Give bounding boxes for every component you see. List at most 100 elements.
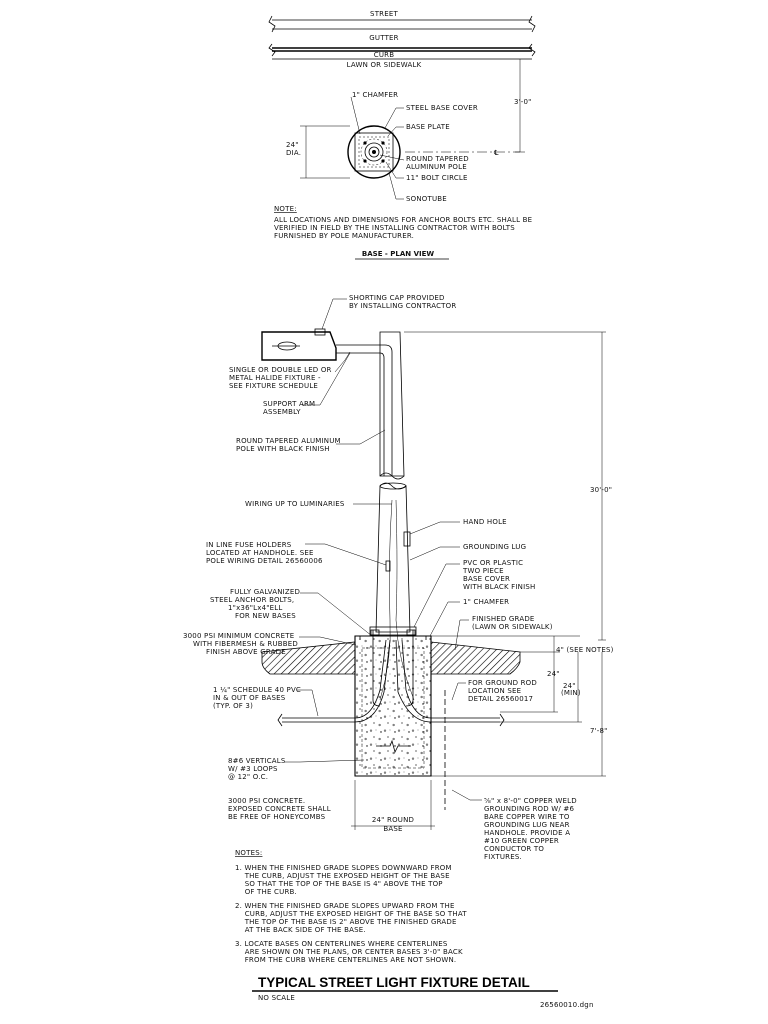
concrete-label: FINISH ABOVE GRADE xyxy=(206,648,286,656)
base-plate-label: BASE PLATE xyxy=(406,123,450,131)
dim-30ft: 30'-0" xyxy=(590,486,612,494)
anchor-label: FULLY GALVANIZED xyxy=(230,588,300,596)
exposed-label: BE FREE OF HONEYCOMBS xyxy=(228,813,326,821)
steel-base-cover-label: STEEL BASE COVER xyxy=(406,104,478,112)
exposed-label: EXPOSED CONCRETE SHALL xyxy=(228,805,331,813)
anchor-label: STEEL ANCHOR BOLTS, xyxy=(210,596,294,604)
shorting-cap-label: BY INSTALLING CONTRACTOR xyxy=(349,302,456,310)
pole-lower xyxy=(375,482,411,633)
verticals-label: @ 12" O.C. xyxy=(228,773,268,781)
finished-grade-left xyxy=(261,641,356,675)
note-line: OF THE CURB. xyxy=(235,888,297,896)
bolt-circle-label: 11" BOLT CIRCLE xyxy=(406,174,468,182)
pole-label-b: ALUMINUM POLE xyxy=(406,163,467,171)
copper-label: #10 GREEN COPPER xyxy=(484,837,559,845)
copper-label: FIXTURES. xyxy=(484,853,522,861)
plan-note-line: FURNISHED BY POLE MANUFACTURER. xyxy=(274,232,414,240)
note-line: FROM THE CURB WHERE CENTERLINES ARE NOT … xyxy=(235,956,456,964)
fuse-holder xyxy=(385,560,391,572)
note-line: AT THE BACK SIDE OF THE BASE. xyxy=(235,926,366,934)
copper-label: ⅝" x 8'-0" COPPER WELD xyxy=(484,797,577,805)
round-base-label: BASE xyxy=(383,825,402,833)
pvc-label: 1 ¼" SCHEDULE 40 PVC xyxy=(213,686,301,694)
copper-label: GROUNDING LUG NEAR xyxy=(484,821,570,829)
centerline-mark: ℄ xyxy=(494,149,499,157)
base-cover-label: BASE COVER xyxy=(463,575,510,583)
note-line: 2. WHEN THE FINISHED GRADE SLOPES UPWARD… xyxy=(235,902,455,910)
hand-hole xyxy=(403,531,411,547)
plan-note-line: VERIFIED IN FIELD BY THE INSTALLING CONT… xyxy=(274,224,515,232)
dim-4in: 4" (SEE NOTES) xyxy=(556,646,614,654)
fuse-label: LOCATED AT HANDHOLE. SEE xyxy=(206,549,314,557)
base-plate-square xyxy=(354,132,394,172)
ground-rod-label: LOCATION SEE xyxy=(468,687,521,695)
dim-7ft8: 7'-8" xyxy=(590,727,608,735)
sonotube-label: SONOTUBE xyxy=(406,195,447,203)
plan-note-line: ALL LOCATIONS AND DIMENSIONS FOR ANCHOR … xyxy=(274,216,532,224)
copper-label: BARE COPPER WIRE TO xyxy=(484,813,570,821)
base-cover-label: PVC OR PLASTIC xyxy=(463,559,523,567)
fuse-label: IN LINE FUSE HOLDERS xyxy=(206,541,292,549)
support-arm-label: ASSEMBLY xyxy=(263,408,301,416)
plan-view-caption: BASE - PLAN VIEW xyxy=(362,250,434,258)
finished-grade-label: (LAWN OR SIDEWALK) xyxy=(472,623,553,631)
copper-label: GROUNDING ROD W/ #6 xyxy=(484,805,574,813)
copper-label: HANDHOLE. PROVIDE A xyxy=(484,829,570,837)
chamfer-label: 1" CHAMFER xyxy=(352,91,398,99)
base-cover-label: TWO PIECE xyxy=(462,567,504,575)
curb-label: CURB xyxy=(374,51,394,59)
fixture-label: SINGLE OR DOUBLE LED OR xyxy=(229,366,332,374)
dim-dia: DIA. xyxy=(286,149,301,157)
drawing-title: TYPICAL STREET LIGHT FIXTURE DETAIL xyxy=(258,975,530,990)
plan-note-head: NOTE: xyxy=(274,205,297,213)
fuse-label: POLE WIRING DETAIL 26560006 xyxy=(206,557,323,565)
base-cover xyxy=(369,626,417,636)
pole-label: ROUND TAPERED ALUMINUM xyxy=(236,437,341,445)
note-line: THE CURB, ADJUST THE EXPOSED HEIGHT OF T… xyxy=(235,872,450,880)
note-line: 1. WHEN THE FINISHED GRADE SLOPES DOWNWA… xyxy=(235,864,452,872)
note-line: THE TOP OF THE BASE IS 2" ABOVE THE FINI… xyxy=(235,918,457,926)
hand-hole-label: HAND HOLE xyxy=(463,518,507,526)
note-line: SO THAT THE TOP OF THE BASE IS 4" ABOVE … xyxy=(235,880,443,888)
fixture-label: METAL HALIDE FIXTURE - xyxy=(229,374,321,382)
street-label: STREET xyxy=(370,10,398,18)
support-arm xyxy=(336,344,393,476)
note-line: 3. LOCATE BASES ON CENTERLINES WHERE CEN… xyxy=(235,940,448,948)
anchor-label: FOR NEW BASES xyxy=(235,612,296,620)
base-circle xyxy=(347,125,401,179)
support-arm-label: SUPPORT ARM xyxy=(263,400,315,408)
luminaire-fixture xyxy=(261,331,337,361)
dim-24in: 24" xyxy=(547,670,560,678)
plan-view: STREET GUTTER CURB LAWN OR SIDEWALK 3'-0… xyxy=(268,10,536,260)
verticals-label: 8#6 VERTICALS xyxy=(228,757,286,765)
dim-3ft: 3'-0" xyxy=(514,98,532,106)
pvc-label: (TYP. OF 3) xyxy=(213,702,253,710)
note-line: CURB, ADJUST THE EXPOSED HEIGHT OF THE B… xyxy=(235,910,467,918)
shorting-cap-label: SHORTING CAP PROVIDED xyxy=(349,294,445,302)
notes-block: NOTES: 1. WHEN THE FINISHED GRADE SLOPES… xyxy=(235,849,467,964)
dim-min: (MIN) xyxy=(561,689,581,697)
finished-grade-label: FINISHED GRADE xyxy=(472,615,535,623)
exposed-label: 3000 PSI CONCRETE. xyxy=(228,797,305,805)
notes-head: NOTES: xyxy=(235,849,262,857)
concrete-label: 3000 PSI MINIMUM CONCRETE xyxy=(183,632,294,640)
pole-label: POLE WITH BLACK FINISH xyxy=(236,445,330,453)
shorting-cap xyxy=(314,328,326,336)
dim-24: 24" xyxy=(286,141,299,149)
round-base-label: 24" ROUND xyxy=(372,816,414,824)
dim-24min: 24" xyxy=(563,682,576,690)
concrete-base xyxy=(354,635,432,777)
grounding-lug-label: GROUNDING LUG xyxy=(463,543,526,551)
ground-rod-label: DETAIL 26560017 xyxy=(468,695,533,703)
wiring-label: WIRING UP TO LUMINARIES xyxy=(245,500,345,508)
pole-label-a: ROUND TAPERED xyxy=(406,155,469,163)
copper-label: CONDUCTOR TO xyxy=(484,845,544,853)
ground-rod-label: FOR GROUND ROD xyxy=(468,679,537,687)
file-name: 26560010.dgn xyxy=(540,1001,594,1009)
finished-grade-right xyxy=(430,641,521,675)
note-line: ARE SHOWN ON THE PLANS, OR CENTER BASES … xyxy=(235,948,463,956)
concrete-label: WITH FIBERMESH & RUBBED xyxy=(193,640,298,648)
elevation-view: 30'-0" 4" (SEE NOTES) 24" 24" (MIN) 7'-8… xyxy=(183,294,614,861)
gutter-label: GUTTER xyxy=(369,34,398,42)
